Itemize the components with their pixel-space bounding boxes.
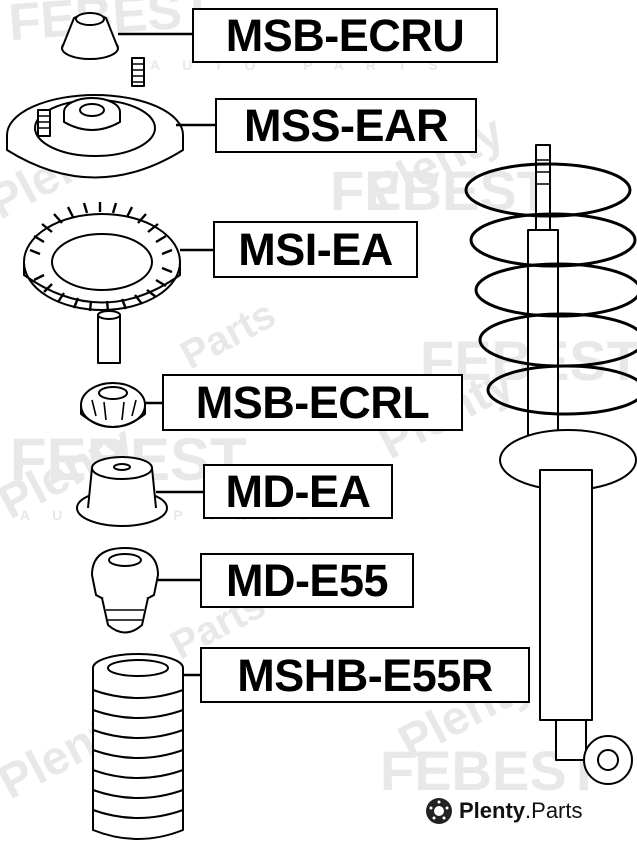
label-msb-ecrl: MSB-ECRL: [162, 374, 463, 431]
label-mshb-e55r: MSHB-E55R: [200, 647, 530, 703]
lower-bushing-drawing: [80, 382, 146, 428]
bump-stop-drawing: [91, 547, 159, 634]
label-md-ea: MD-EA: [203, 464, 393, 519]
bushing-cap-drawing: [61, 12, 119, 60]
spring-insulator-drawing: [23, 202, 181, 312]
dust-boot-drawing: [92, 653, 184, 840]
brake-disc-icon: [426, 798, 452, 824]
footer-brand-name: Plenty: [459, 798, 526, 823]
leader-lines: [118, 32, 215, 677]
footer-brand-text: Plenty.Parts: [459, 798, 583, 824]
spacer-pin-drawing: [97, 310, 121, 364]
watermark-parts: Parts: [174, 292, 283, 378]
label-msb-ecru: MSB-ECRU: [192, 8, 498, 63]
shock-absorber-drawing: [464, 144, 637, 785]
label-msi-ea: MSI-EA: [213, 221, 418, 278]
strut-mount-drawing: [6, 57, 184, 179]
footer-brand: Plenty.Parts: [425, 796, 583, 826]
footer-brand-suffix: .Parts: [525, 798, 583, 823]
watermark-febest: FEBEST: [330, 159, 551, 222]
label-md-e55: MD-E55: [200, 553, 414, 608]
dust-cap-drawing: [76, 456, 168, 527]
label-mss-ear: MSS-EAR: [215, 98, 477, 153]
